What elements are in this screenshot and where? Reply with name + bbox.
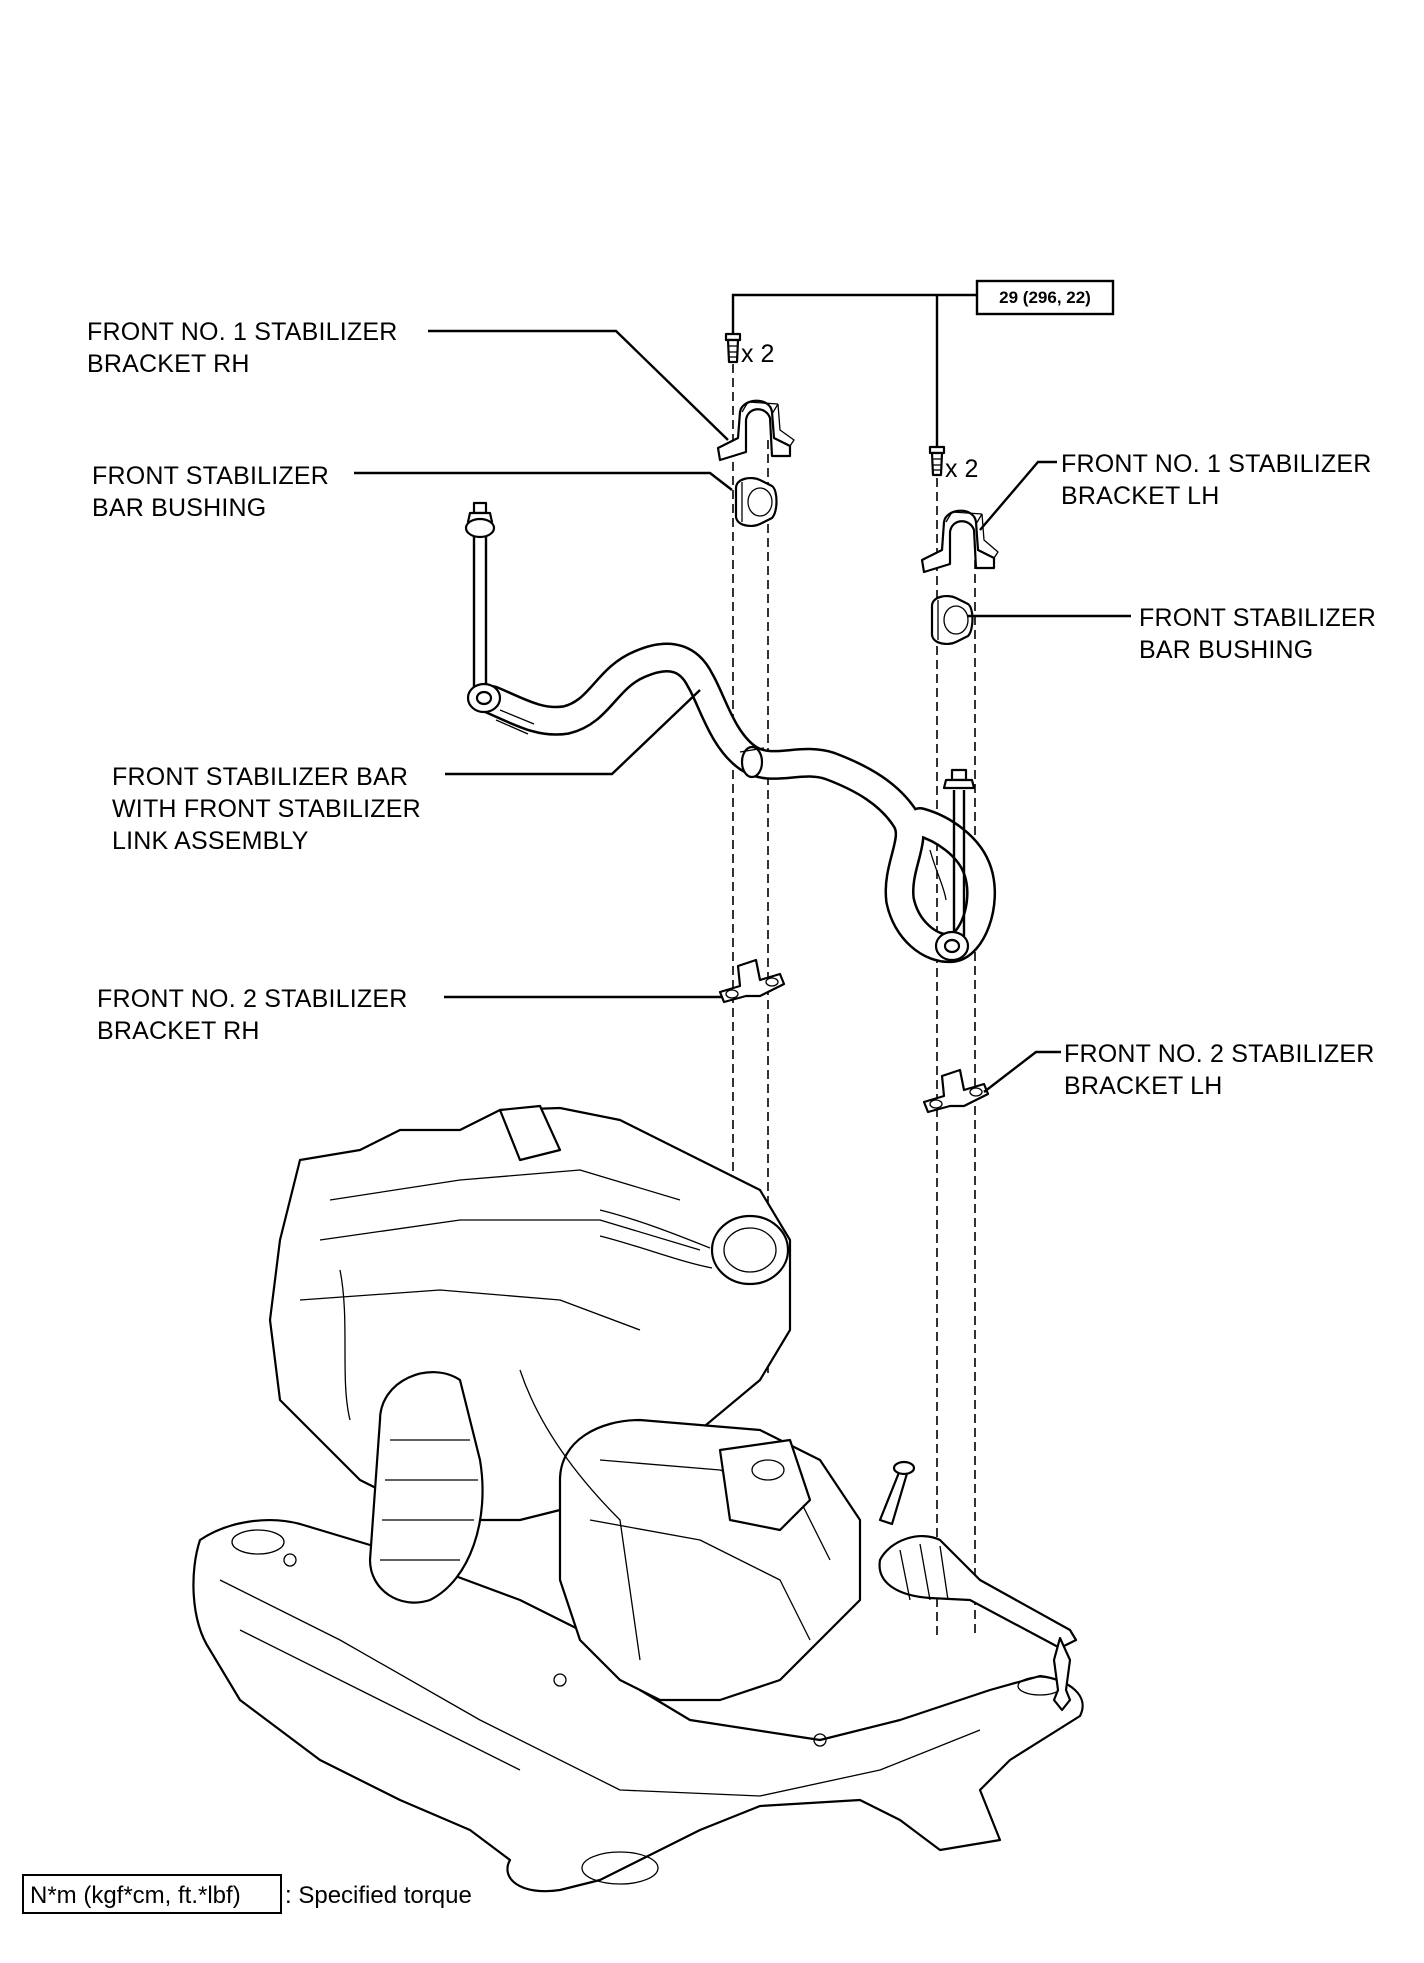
torque-callout: 29 (296, 22)	[731, 279, 1115, 448]
front-no1-stabilizer-bracket-lh	[920, 509, 999, 574]
engine-and-subframe-assembly	[192, 1104, 1084, 1893]
front-stabilizer-bar-bushing-lh	[930, 595, 974, 645]
bolt-lh: x 2	[928, 445, 978, 483]
bolt-rh: x 2	[724, 332, 774, 368]
front-no1-stabilizer-bracket-rh	[716, 399, 795, 462]
front-stabilizer-bar-with-link-assembly	[464, 501, 997, 964]
front-stabilizer-bar-bushing-rh	[734, 477, 778, 527]
legend-description: : Specified torque	[285, 1882, 472, 1909]
torque-legend: N*m (kgf*cm, ft.*lbf) : Specified torque	[22, 1874, 472, 1914]
leader-lines	[354, 329, 1131, 1093]
front-no2-stabilizer-bracket-lh	[922, 1068, 990, 1114]
torque-value: 29 (296, 22)	[999, 288, 1091, 307]
bolt-quantity-lh: x 2	[945, 455, 978, 483]
bolt-quantity-rh: x 2	[741, 340, 774, 368]
front-no2-stabilizer-bracket-rh	[718, 958, 786, 1004]
legend-unit-box: N*m (kgf*cm, ft.*lbf)	[30, 1882, 241, 1909]
